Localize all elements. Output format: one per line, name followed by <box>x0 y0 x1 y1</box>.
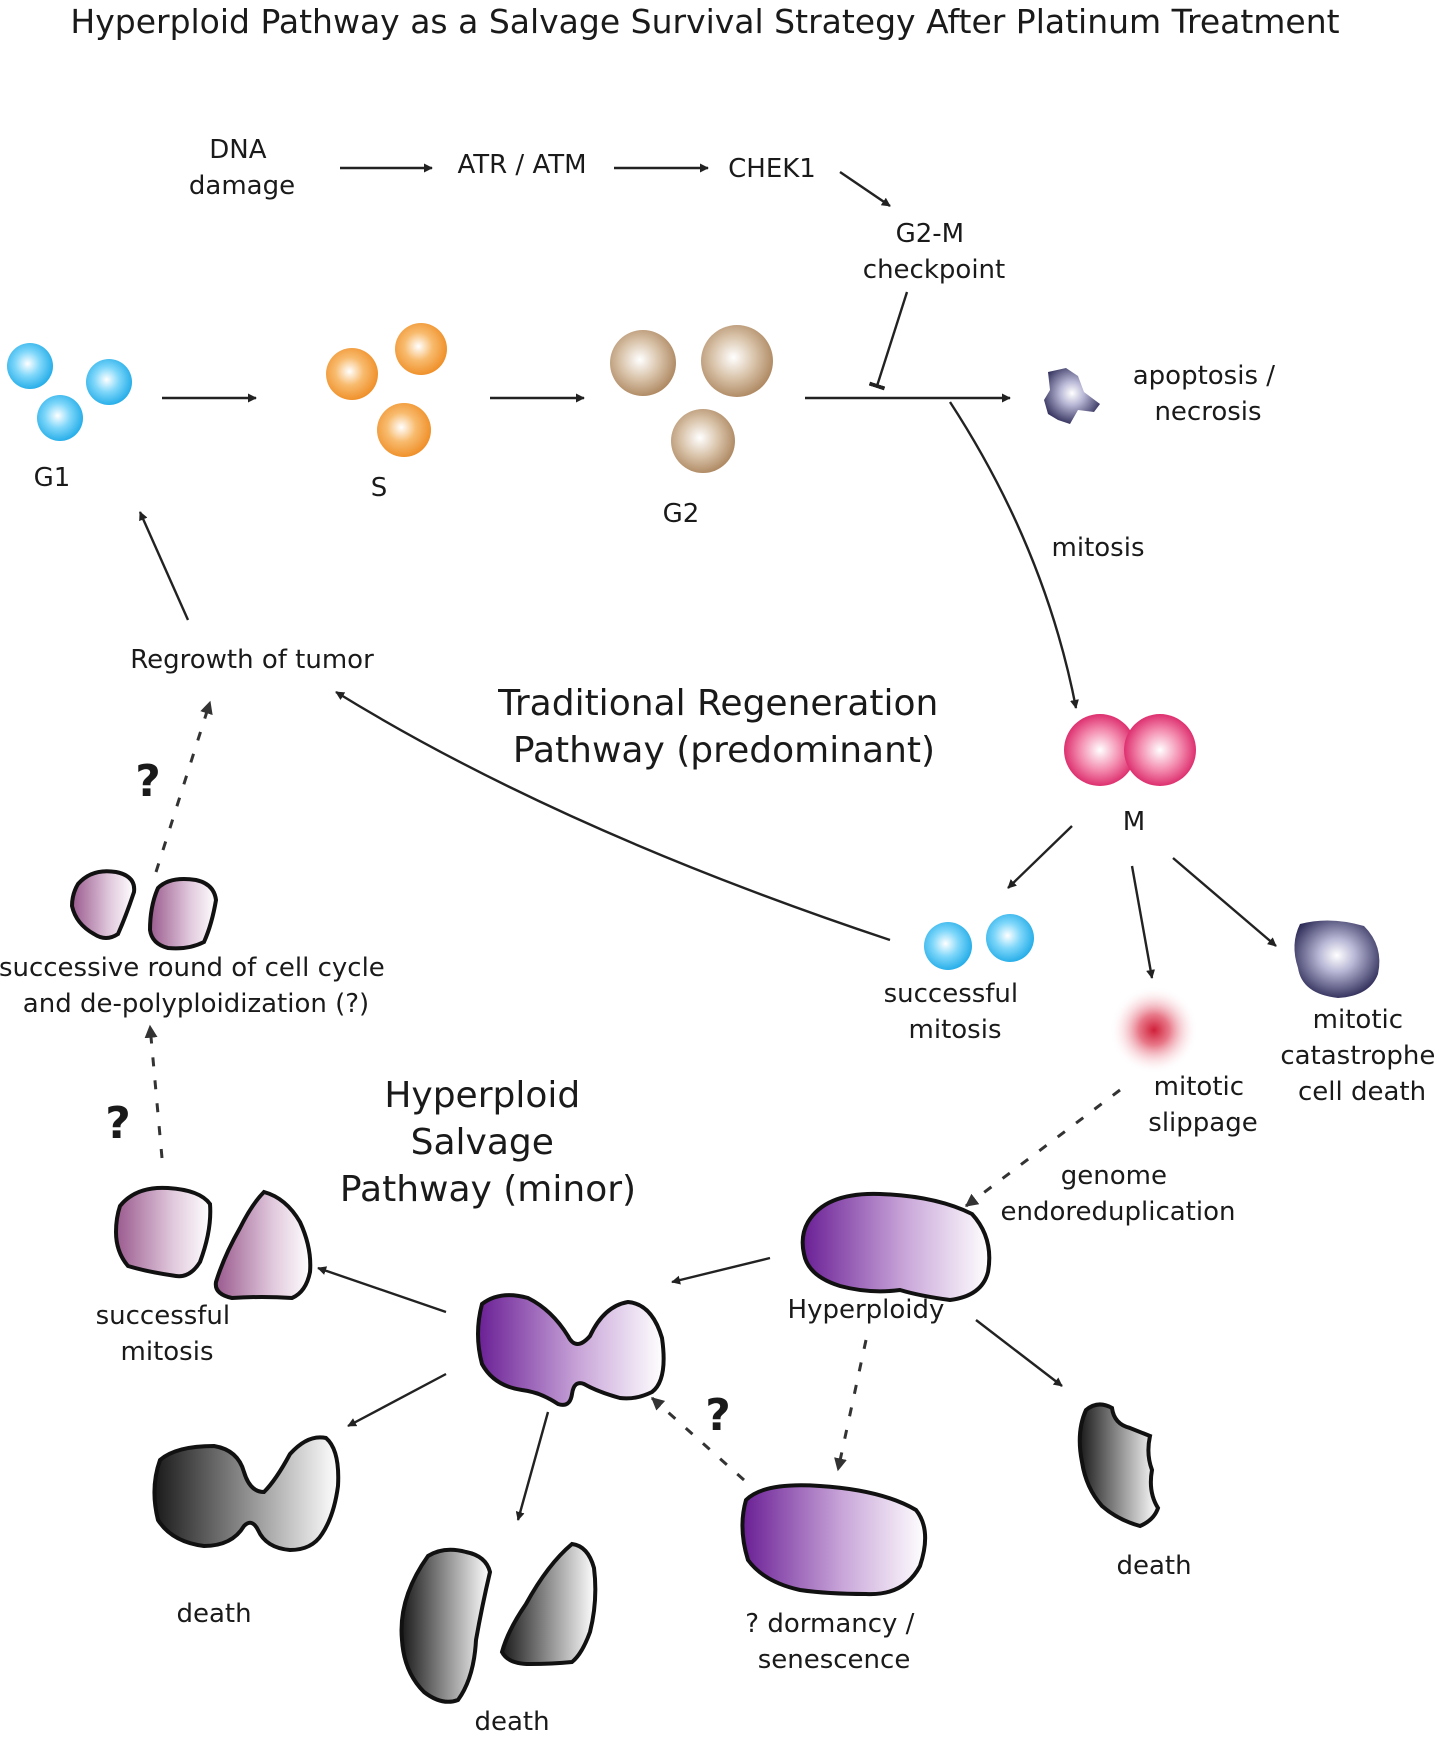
dividing-hyperploid-cell <box>476 1293 666 1407</box>
death-cell-center-left <box>399 1547 493 1704</box>
arrow-hyperploidy-to-dividing <box>671 1256 771 1285</box>
hyperploid-cell <box>800 1191 992 1303</box>
arrow-successful-mitosis-to-successive-round <box>144 1024 164 1159</box>
mitotic-catastrophe-cell <box>1294 920 1380 998</box>
death-label-right: death <box>1116 1551 1191 1581</box>
regrowth-label: Regrowth of tumor <box>130 645 374 675</box>
question-mark-upper: ? <box>135 756 161 807</box>
death-label-center: death <box>474 1707 549 1737</box>
dormancy-cell <box>740 1483 928 1597</box>
m-phase-cell <box>1064 714 1196 786</box>
dormancy-question-mark: ? <box>705 1390 731 1441</box>
arrow-slippage-to-hyperploidy <box>964 1088 1121 1208</box>
dormancy-label: ? dormancy / senescence <box>745 1609 922 1675</box>
endoreduplication-label: genome endoreduplication <box>1001 1161 1236 1227</box>
arrow-regrowth-to-g1 <box>138 511 190 621</box>
hyperploid-pathway-title: Hyperploid Salvage Pathway (minor) <box>340 1075 636 1210</box>
mitotic-slippage-cell <box>1110 986 1198 1074</box>
arrow-chek1-to-checkpoint <box>839 171 891 207</box>
question-mark-lower: ? <box>105 1098 131 1149</box>
successful-mitosis-cell-left <box>113 1185 213 1279</box>
arrow-dividing-to-death-left <box>347 1372 447 1428</box>
death-cell-center-right <box>499 1541 598 1667</box>
successful-mitosis-top-label: successful mitosis <box>884 979 1027 1045</box>
traditional-pathway-title: Traditional Regeneration Pathway (predom… <box>497 683 950 771</box>
arrow-m-to-catastrophe <box>1172 857 1277 947</box>
mitotic-slippage-label: mitotic slippage <box>1148 1072 1257 1138</box>
successful-mitosis-bottom-label: successful mitosis <box>96 1301 239 1367</box>
arrow-successive-round-to-regrowth <box>154 700 213 873</box>
death-label-left: death <box>176 1599 251 1629</box>
g2-label: G2 <box>663 499 700 529</box>
checkpoint-inhibition <box>868 291 909 391</box>
arrow-hyperploidy-to-dormancy <box>834 1339 868 1472</box>
apoptosis-label: apoptosis / necrosis <box>1133 361 1284 427</box>
death-cell-right <box>1077 1402 1161 1529</box>
arrow-g2-to-m <box>948 401 1079 709</box>
s-label: S <box>371 473 388 503</box>
g2-cells <box>610 325 773 473</box>
mitosis-label: mitosis <box>1052 533 1145 563</box>
successive-round-cell-left <box>69 869 137 940</box>
s-phase-cells <box>326 323 447 457</box>
g1-label: G1 <box>34 463 71 493</box>
atr-atm-label: ATR / ATM <box>457 150 586 180</box>
arrow-successful-mitosis-to-regrowth <box>335 690 891 942</box>
arrow-hyperploidy-to-death <box>975 1319 1063 1387</box>
successive-round-cell-right <box>147 877 219 951</box>
arrow-m-to-slippage <box>1130 865 1156 979</box>
diagram-title: Hyperploid Pathway as a Salvage Survival… <box>70 2 1339 41</box>
chek1-label: CHEK1 <box>728 154 816 184</box>
g2m-checkpoint-label: G2-M checkpoint <box>863 219 1005 285</box>
apoptotic-cell <box>1044 368 1100 424</box>
arrow-m-to-successful-mitosis <box>1007 825 1073 889</box>
g1-cells <box>7 343 132 441</box>
successful-mitosis-cell-right <box>213 1189 313 1301</box>
death-cell-left <box>152 1435 341 1553</box>
hyperploidy-label: Hyperploidy <box>788 1295 945 1325</box>
arrow-dividing-to-successful-mitosis <box>317 1266 447 1314</box>
mitotic-catastrophe-label: mitotic catastrophe cell death <box>1280 1005 1440 1107</box>
dna-damage-label: DNA damage <box>189 135 295 201</box>
successful-mitosis-cells-top <box>924 914 1034 970</box>
successive-round-label: successive round of cell cycle and de-po… <box>0 953 393 1019</box>
arrow-dividing-to-death-center <box>515 1411 550 1521</box>
m-label: M <box>1123 807 1145 837</box>
